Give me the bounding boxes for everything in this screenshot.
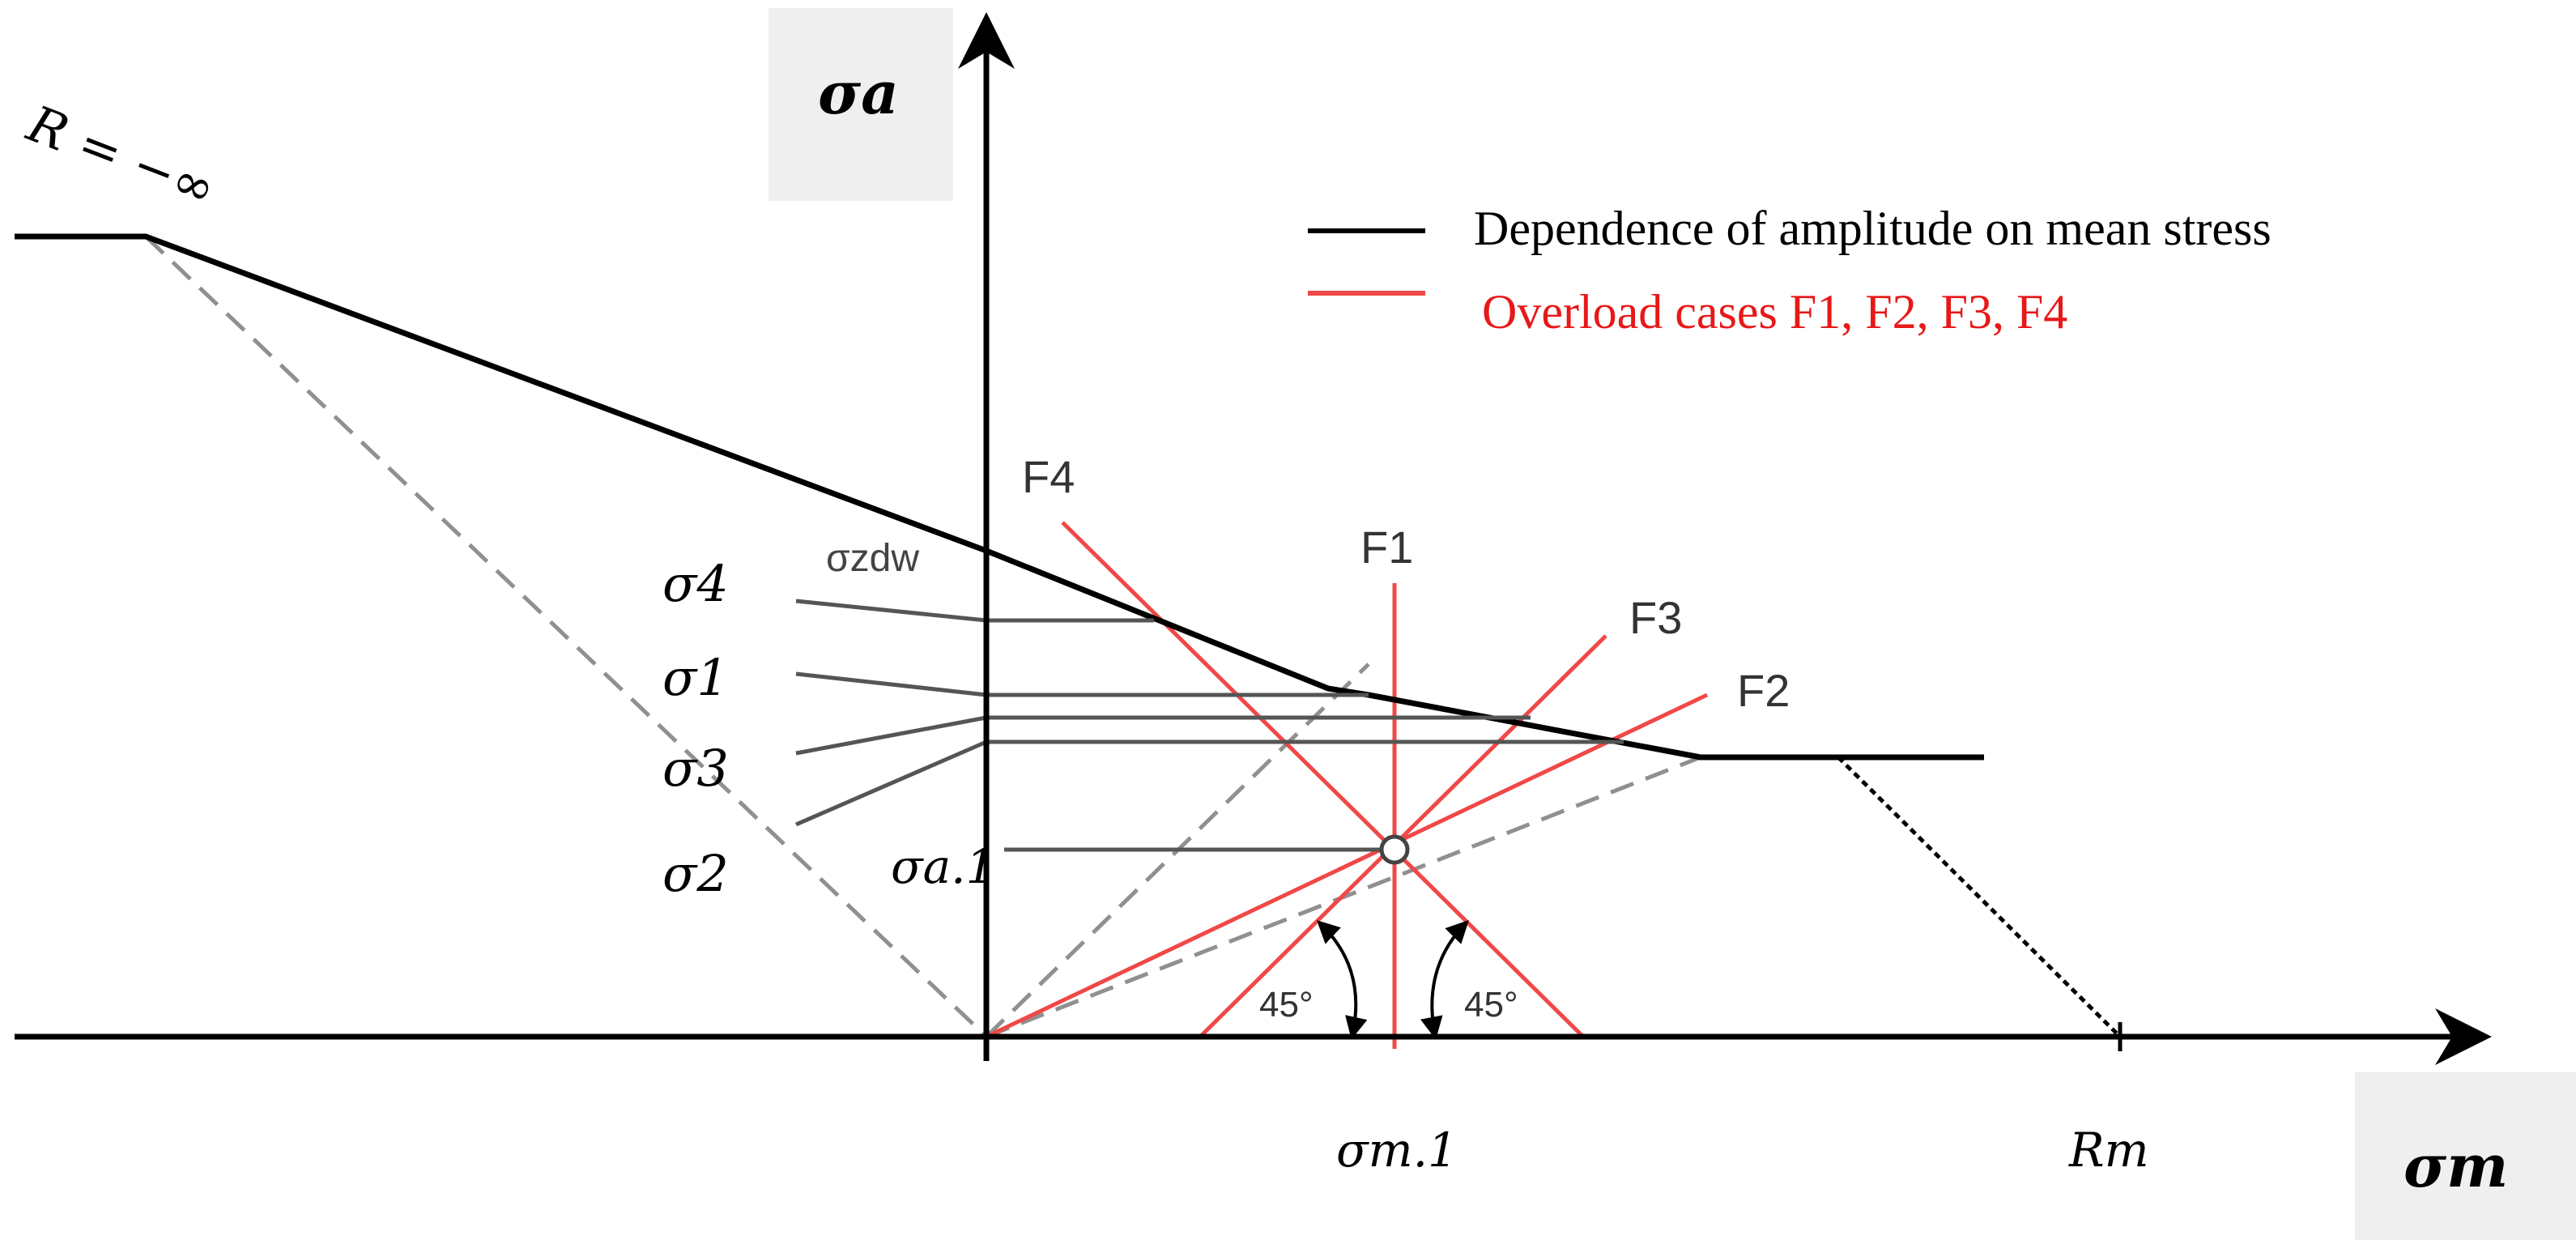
- overload-line-f3: [1199, 634, 1607, 1038]
- dashed-line-r-neg-inf: [144, 235, 988, 1038]
- sigma-zdw-label: σzdw: [826, 537, 919, 580]
- sigma-4-label: σ4: [662, 554, 729, 613]
- rm-label: Rm: [2068, 1123, 2149, 1178]
- leader-sigma-1: [795, 671, 987, 697]
- sigma-2-label: σ2: [662, 844, 729, 903]
- overload-line-f4: [1061, 521, 1585, 1038]
- overload-lines: [985, 521, 1709, 1049]
- angle-45-right-label: 45°: [1464, 985, 1518, 1025]
- sigma-m1-label: σm.1: [1336, 1123, 1458, 1178]
- sigma-a1-label: σa.1: [891, 839, 996, 894]
- sigma-1-label: σ1: [662, 648, 729, 707]
- angle-arc-right: [1420, 920, 1469, 1040]
- angle-45-left-label: 45°: [1259, 985, 1314, 1025]
- angle-arc-left: [1316, 920, 1368, 1040]
- stress-level-lines: [986, 618, 1624, 852]
- dashed-construction-lines: [144, 235, 1701, 1039]
- legend-black-text: Dependence of amplitude on mean stress: [1474, 202, 2272, 255]
- overload-line-f2: [985, 692, 1709, 1039]
- leader-sigma-2: [795, 739, 987, 827]
- f4-label: F4: [1022, 451, 1075, 502]
- f2-label: F2: [1737, 665, 1790, 716]
- r-neg-inf-label: R = −∞: [19, 93, 224, 219]
- sigma-leader-lines: [795, 599, 987, 827]
- leader-sigma-4: [795, 599, 987, 623]
- leader-sigma-3: [795, 715, 987, 756]
- sigma-m-axis-label: σm: [2404, 1131, 2508, 1200]
- f3-label: F3: [1629, 592, 1682, 643]
- amplitude-mean-stress-curve: [15, 233, 1984, 761]
- sigma-3-label: σ3: [662, 739, 729, 798]
- legend-red-text: Overload cases F1, F2, F3, F4: [1482, 285, 2067, 339]
- sigma-a-label-box: [769, 8, 953, 201]
- sigma-a-axis-label: σa: [818, 58, 899, 127]
- operating-point: [1379, 834, 1410, 865]
- f1-label: F1: [1360, 522, 1413, 573]
- legend: Dependence of amplitude on mean stress O…: [1308, 202, 2272, 339]
- dotted-line-to-rm: [1837, 756, 2122, 1038]
- sigma-m-label-box: [2355, 1072, 2576, 1240]
